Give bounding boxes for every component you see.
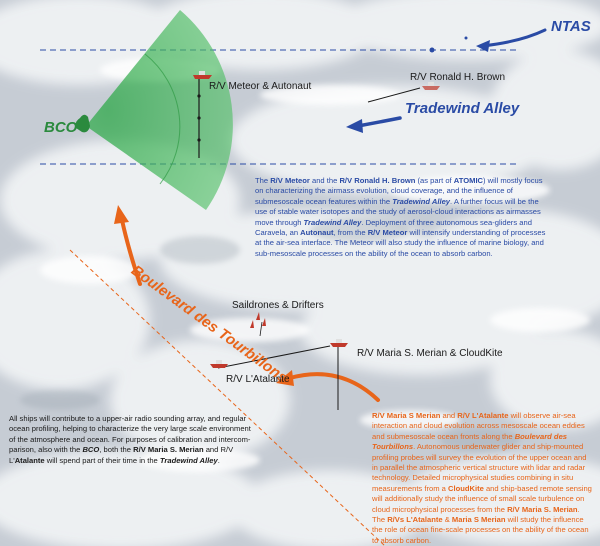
merian-ref: R/V Maria S. Merian	[507, 504, 578, 514]
merian-label: R/V Maria S. Merian & CloudKite	[357, 348, 503, 359]
meteor-station-dot	[197, 116, 201, 120]
autonaut-ref: Autonaut	[300, 228, 334, 238]
bco-radar-inner-arc	[144, 53, 181, 185]
atalante-ref: R/Vs L'Atalante	[387, 515, 443, 525]
merian-ref: Maria S Merian	[451, 515, 506, 525]
meteor-ref: R/V Meteor	[270, 176, 310, 185]
tradewind-alley-ref: Tradewind Alley	[392, 196, 451, 206]
merian-ship-icon	[330, 339, 348, 347]
meteor-station-dot	[197, 94, 201, 98]
bco-ref: BCO	[82, 445, 100, 455]
ronald-brown-ship-icon	[422, 82, 440, 90]
ronald-brown-pointer-line	[367, 87, 421, 103]
ntas-label: NTAS	[551, 18, 591, 35]
ntas-dot-small	[464, 36, 468, 40]
boulevard-dashed-line	[69, 249, 386, 546]
atalante-label: R/V L'Atalante	[226, 374, 290, 385]
boulevard-arrow	[120, 218, 142, 286]
bco-radar-sector	[86, 10, 233, 210]
cloud-shadows	[20, 218, 520, 452]
meteor-ship-icon	[193, 71, 212, 79]
saildrones-label: Saildrones & Drifters	[232, 300, 324, 311]
meteor-station-dot	[197, 138, 201, 142]
atalante-ref: Atalante	[14, 455, 45, 465]
barbados-island	[75, 114, 90, 133]
boulevard-arrowhead	[114, 205, 129, 224]
atomic-description: The R/V Meteor and the R/V Ronald H. Bro…	[255, 176, 546, 258]
saildrone-icons	[250, 312, 266, 328]
boulevard-ref: Boulevard des Tourbillons	[372, 431, 568, 452]
meteor-label: R/V Meteor & Autonaut	[209, 81, 312, 92]
ronald-brown-ref: R/V Ronald H. Brown	[339, 176, 416, 185]
overview-description: All ships will contribute to a upper-air…	[9, 414, 251, 465]
ronald-brown-label: R/V Ronald H. Brown	[410, 72, 506, 83]
ntas-arrowhead	[476, 40, 490, 52]
merian-ref: R/V Maria S Merian	[372, 411, 441, 420]
eurec4a-arrowhead	[276, 370, 294, 386]
tradewind-alley-ref: Tradewind Alley	[303, 217, 362, 227]
ntas-buoy-dot	[429, 47, 435, 53]
merian-ref: R/V Maria S. Merian	[133, 445, 204, 455]
bco-label: BCO	[44, 119, 78, 136]
eurec4a-description: R/V Maria S Merian and R/V L'Atalante wi…	[372, 411, 592, 545]
atomic-ref: ATOMIC	[453, 176, 484, 185]
meteor-ref: R/V Meteor	[367, 228, 408, 238]
merian-pointer-line	[217, 345, 331, 369]
tradewind-alley-ref: Tradewind Alley	[159, 455, 218, 465]
saildrone-pointer-line	[259, 321, 263, 337]
atalante-ref: R/V L'Atalante	[457, 411, 509, 420]
tradewind-alley-arrowhead	[346, 119, 363, 133]
tradewind-alley-label: Tradewind Alley	[405, 100, 520, 117]
eurec4a-arrow	[288, 372, 380, 402]
cloudkite-ref: CloudKite	[447, 483, 484, 493]
atalante-ship-icon	[210, 360, 228, 368]
